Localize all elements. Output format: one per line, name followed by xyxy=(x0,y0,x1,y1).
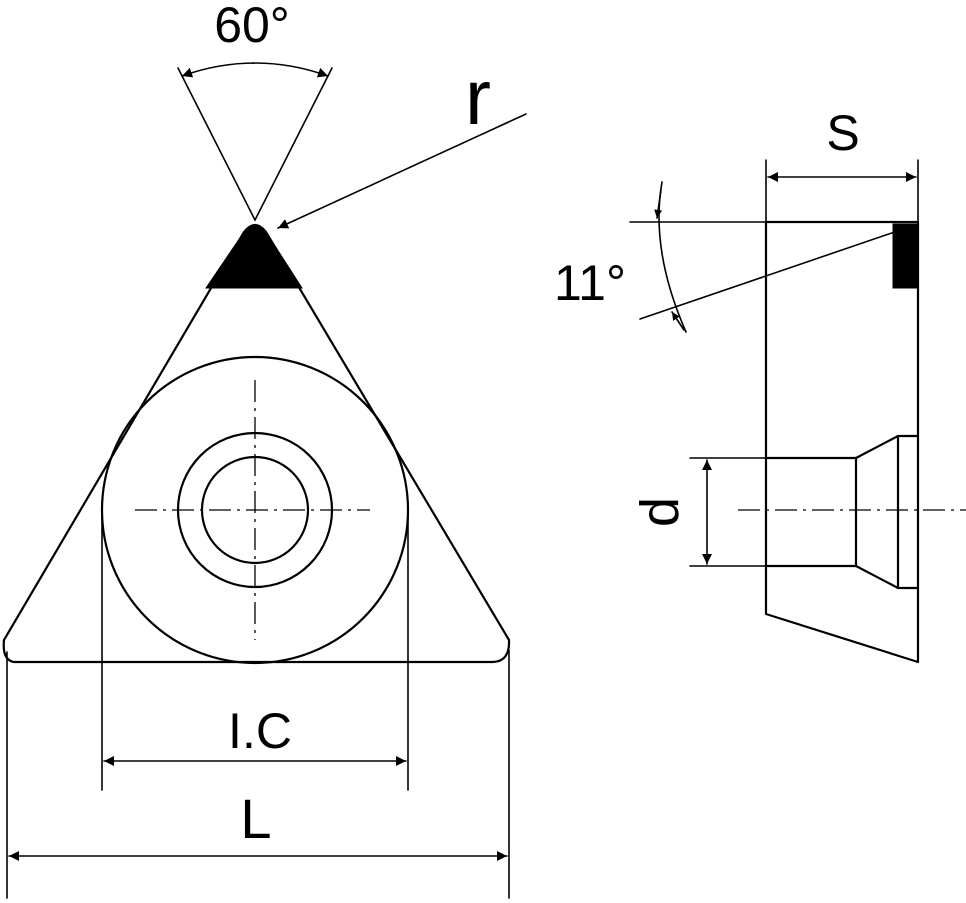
thickness-label: S xyxy=(826,105,859,161)
angle-ext-line-right xyxy=(254,67,333,221)
angle-60-label: 60° xyxy=(214,0,290,53)
ic-dimension: I.C xyxy=(101,509,409,791)
angle-60-dimension: 60° xyxy=(177,0,333,221)
clearance-angle-dimension: 11° xyxy=(554,181,919,333)
hole-diameter-dimension: d xyxy=(630,457,767,567)
clearance-angle-label: 11° xyxy=(554,255,626,311)
side-tip-segment xyxy=(892,223,918,289)
cutting-tip-segment xyxy=(205,225,303,289)
ic-label: I.C xyxy=(228,703,292,759)
clearance-arrow-top xyxy=(654,189,663,219)
angle-arc xyxy=(181,62,329,78)
radius-label: r xyxy=(465,53,491,141)
insert-outline xyxy=(2,223,511,664)
hole-diameter-label: d xyxy=(630,497,690,527)
side-view xyxy=(738,220,966,664)
thickness-dimension: S xyxy=(765,105,919,223)
clearance-arrow-bottom xyxy=(671,311,685,331)
clearance-arc xyxy=(658,181,687,333)
radius-leader: r xyxy=(277,53,527,229)
hole-cylinder xyxy=(764,456,858,568)
clearance-flank-line xyxy=(639,223,919,320)
radius-leader-line xyxy=(277,113,527,229)
angle-ext-line-left xyxy=(177,67,256,221)
hole-countersink xyxy=(854,434,920,590)
front-view xyxy=(2,223,511,665)
length-dimension: L xyxy=(6,649,510,899)
length-label: L xyxy=(240,787,271,850)
